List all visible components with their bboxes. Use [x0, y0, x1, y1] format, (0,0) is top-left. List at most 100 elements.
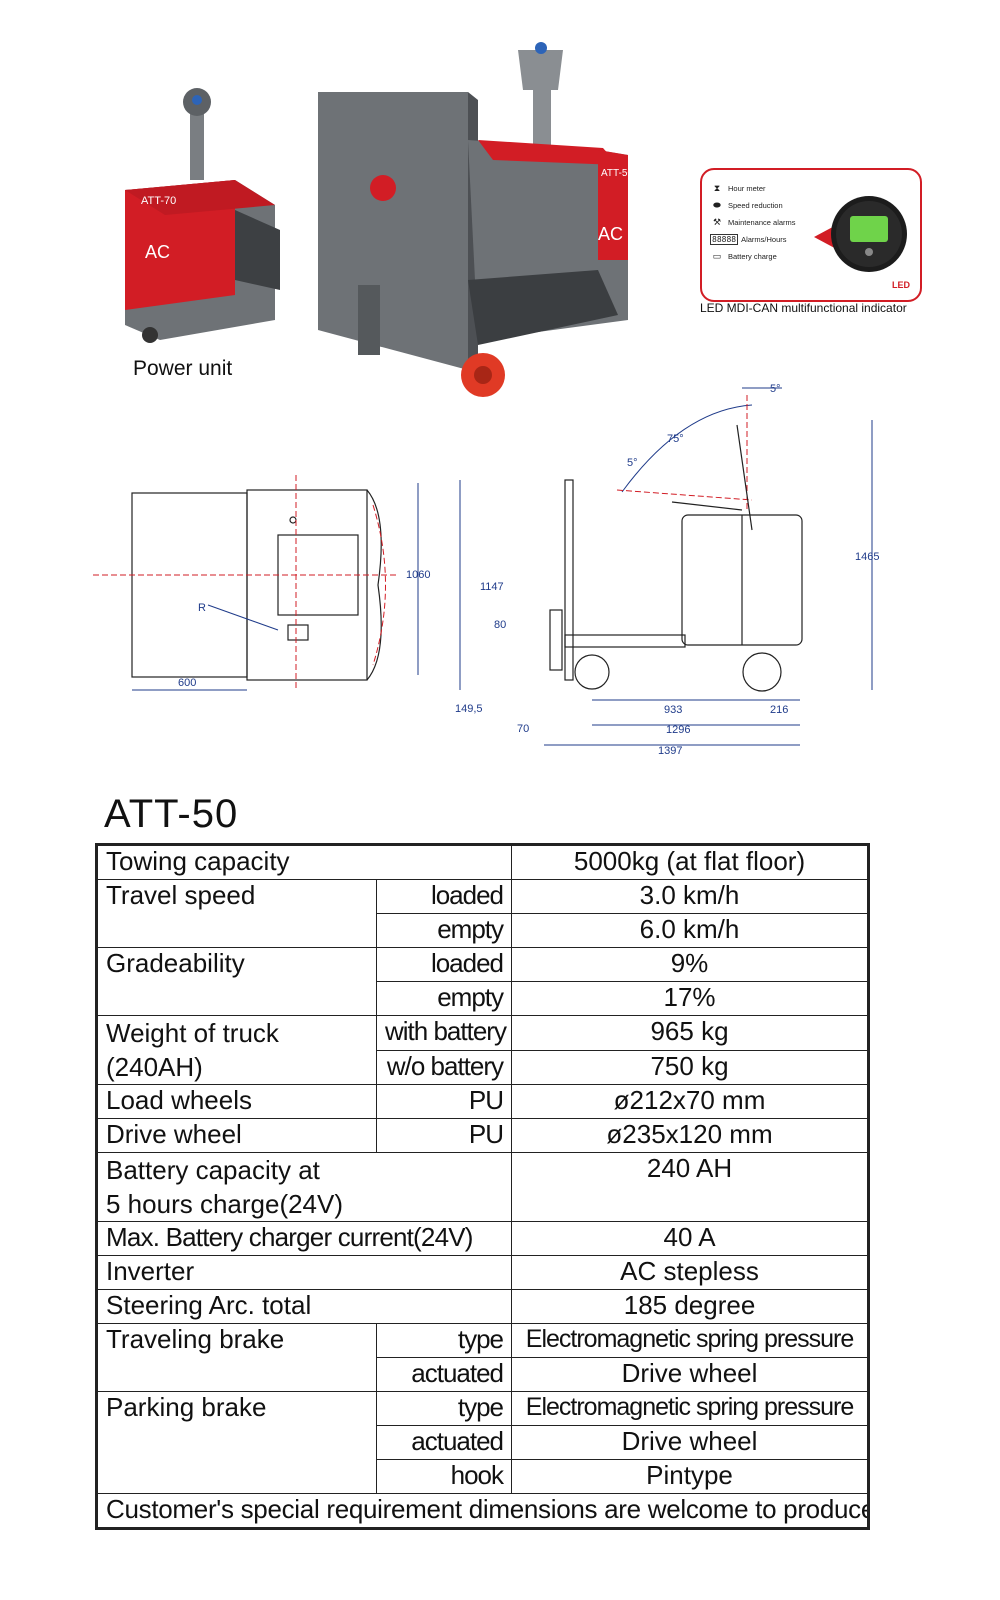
table-row: Drive wheel PU ø235x120 mm	[96, 1118, 870, 1153]
dim-angle-arc: 75°	[667, 433, 684, 445]
dim-width: 1060	[406, 569, 430, 581]
spec-label-battery: Battery capacity at 5 hours charge(24V)	[95, 1152, 513, 1222]
indicator-label: Battery charge	[728, 252, 777, 261]
spec-value: Pintype	[511, 1459, 870, 1494]
digits-icon: 88888	[710, 234, 739, 245]
spec-label: Weight of truck	[106, 1018, 279, 1048]
dim-total-height: 1465	[855, 551, 879, 563]
spec-note: Customer's special requirement dimension…	[95, 1493, 870, 1529]
table-row: actuated Drive wheel	[97, 1425, 870, 1460]
spec-label: Steering Arc. total	[95, 1289, 513, 1324]
dim-length: 600	[178, 677, 196, 689]
indicator-item: ⧗ Hour meter	[710, 180, 822, 197]
indicator-label: Alarms/Hours	[741, 235, 787, 244]
spec-value: Electromagnetic spring pressure	[511, 1323, 870, 1358]
dim-ground: 149,5	[455, 703, 483, 715]
power-unit-photo: ATT-70 AC	[125, 88, 280, 343]
spec-value: 750 kg	[511, 1049, 870, 1085]
dim-angle-top: 5°	[770, 383, 781, 395]
spec-sublabel: actuated	[375, 1425, 513, 1460]
table-row: Towing capacity 5000kg (at flat floor)	[95, 844, 870, 880]
dim-rear: 216	[770, 704, 788, 716]
spec-value: 240 AH	[511, 1152, 870, 1222]
battery-icon: ▭	[712, 251, 722, 261]
dim-total-length: 1397	[658, 745, 682, 757]
indicator-item: ▭ Battery charge	[710, 248, 822, 265]
table-row: Parking brake type Electromagnetic sprin…	[96, 1391, 870, 1494]
spec-value: 5000kg (at flat floor)	[511, 844, 870, 880]
table-row: Load wheels PU ø212x70 mm	[96, 1084, 870, 1119]
spec-label: Inverter	[95, 1255, 513, 1290]
spec-label: Travel speed	[96, 879, 377, 948]
spec-value: ø235x120 mm	[511, 1118, 870, 1153]
spec-sublabel: PU	[375, 1118, 513, 1153]
table-row: actuated Drive wheel	[97, 1357, 870, 1392]
dim-angle-low: 5°	[627, 457, 638, 469]
table-row: Customer's special requirement dimension…	[95, 1493, 870, 1529]
spec-value: Drive wheel	[511, 1357, 870, 1392]
spec-sublabel: type	[375, 1391, 513, 1426]
table-row: Inverter AC stepless	[95, 1255, 870, 1290]
turtle-icon: ⬬	[713, 200, 721, 210]
spec-sublabel: w/o battery	[375, 1049, 513, 1085]
top-view-diagram: 600 1060 R	[93, 475, 430, 691]
indicator-label: Speed reduction	[728, 201, 783, 210]
spec-value: ø212x70 mm	[511, 1084, 870, 1119]
indicator-caption: LED MDI-CAN multifunctional indicator	[700, 301, 907, 315]
spec-sublabel: actuated	[375, 1357, 513, 1392]
dim-hook-height: 80	[494, 619, 506, 631]
spec-label: Gradeability	[96, 947, 377, 1016]
table-row: empty 17%	[97, 981, 870, 1016]
spec-value: AC stepless	[511, 1255, 870, 1290]
table-row: Travel speed loaded 3.0 km/h	[96, 879, 870, 948]
spec-table: Towing capacity 5000kg (at flat floor) T…	[95, 843, 871, 1530]
wrench-icon: ⚒	[712, 217, 722, 227]
hourglass-icon: ⧗	[713, 183, 721, 193]
table-row: hook Pintype	[97, 1459, 870, 1494]
dim-height: 1147	[480, 581, 504, 593]
model-title: ATT-50	[104, 792, 239, 836]
spec-value: Electromagnetic spring pressure	[511, 1391, 870, 1426]
led-indicator-panel: ⧗ Hour meter ⬬ Speed reduction ⚒ Mainten…	[700, 168, 922, 302]
table-row: Gradeability loaded 9%	[96, 947, 870, 1016]
spec-sublabel: empty	[375, 913, 513, 948]
spec-label: Load wheels	[96, 1084, 377, 1119]
spec-value: 6.0 km/h	[511, 913, 870, 948]
indicator-label: Hour meter	[728, 184, 766, 193]
spec-sublabel: type	[375, 1323, 513, 1358]
spec-value: 965 kg	[511, 1015, 870, 1051]
spec-sublabel: loaded	[375, 947, 513, 982]
dim-front: 70	[517, 723, 529, 735]
table-row: Battery capacity at 5 hours charge(24V) …	[95, 1152, 870, 1222]
spec-sublabel: hook	[375, 1459, 513, 1494]
dim-wheelbase: 933	[664, 704, 682, 716]
spec-label: Max. Battery charger current(24V)	[95, 1221, 513, 1256]
spec-value: 17%	[511, 981, 870, 1016]
spec-label: Towing capacity	[95, 844, 513, 880]
spec-label: Traveling brake	[96, 1323, 377, 1392]
spec-label: Battery capacity at	[106, 1155, 320, 1185]
indicator-gauge	[814, 196, 907, 272]
dim-mid-length: 1296	[666, 724, 690, 736]
indicator-legend: ⧗ Hour meter ⬬ Speed reduction ⚒ Mainten…	[710, 180, 822, 265]
indicator-item: ⬬ Speed reduction	[710, 197, 822, 214]
spec-label: Drive wheel	[96, 1118, 377, 1153]
spec-value: 3.0 km/h	[511, 879, 870, 914]
spec-label: 5 hours charge(24V)	[106, 1189, 344, 1219]
ac-badge-small: AC	[145, 242, 170, 262]
spec-value: 9%	[511, 947, 870, 982]
spec-label: Parking brake	[96, 1391, 377, 1494]
ac-badge-large: AC	[598, 224, 623, 244]
indicator-label: Maintenance alarms	[728, 218, 796, 227]
spec-sublabel: PU	[375, 1084, 513, 1119]
led-label: LED	[892, 280, 910, 290]
spec-value: 185 degree	[511, 1289, 870, 1324]
spec-sublabel: loaded	[375, 879, 513, 914]
table-row: Steering Arc. total 185 degree	[95, 1289, 870, 1324]
indicator-item: ⚒ Maintenance alarms	[710, 214, 822, 231]
spec-label-weight: Weight of truck (240AH)	[96, 1015, 377, 1085]
spec-value: Drive wheel	[511, 1425, 870, 1460]
spec-sublabel: empty	[375, 981, 513, 1016]
table-row: Max. Battery charger current(24V) 40 A	[95, 1221, 870, 1256]
large-unit-model: ATT-50	[601, 168, 633, 179]
